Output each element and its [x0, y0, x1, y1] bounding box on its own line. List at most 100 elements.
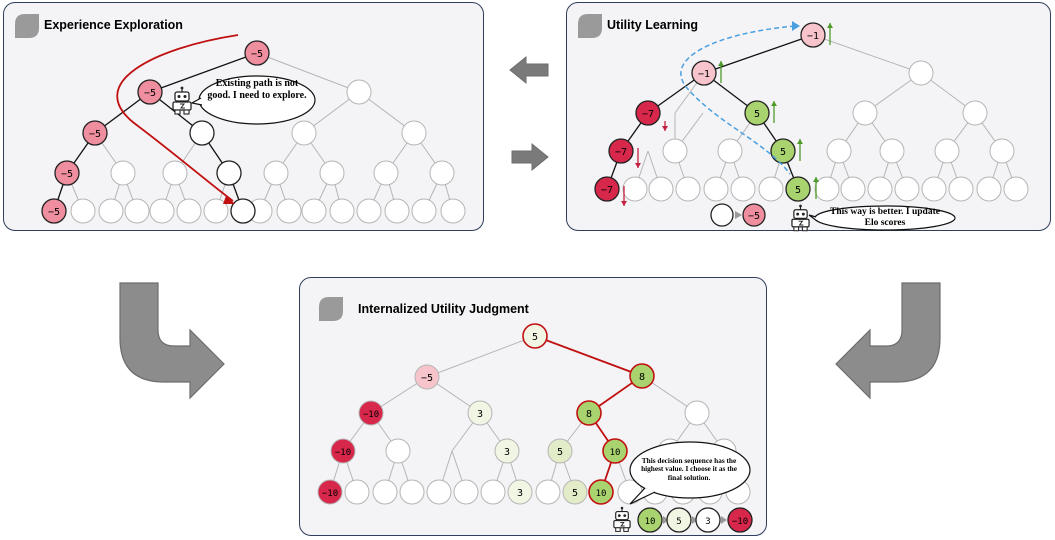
tree-node-empty: [372, 479, 398, 505]
tree-node-empty: [124, 198, 150, 224]
node-level3: 5: [547, 438, 573, 464]
node-circle: [429, 160, 455, 186]
tree-node-empty: [894, 176, 920, 202]
node-circle: [629, 363, 655, 389]
node-circle: [547, 438, 573, 464]
node-label: 5: [754, 109, 760, 120]
tree-node-empty: [948, 176, 974, 202]
tree-node-empty: [758, 176, 784, 202]
tree-node-empty: [176, 198, 202, 224]
sequence-arrow: [692, 516, 698, 524]
node-level3-right: 5: [770, 138, 796, 164]
node-label: 5: [795, 185, 801, 196]
robot-part: [180, 86, 184, 90]
tree-node-empty: [301, 198, 327, 224]
node-circle: [507, 479, 533, 505]
node-level2: −10: [358, 400, 384, 426]
node-leaf: 5: [562, 479, 588, 505]
node-circle: [691, 60, 717, 86]
node-label: −5: [251, 49, 263, 60]
node-circle: [414, 364, 440, 390]
node-circle: [908, 60, 934, 86]
node-label: −5: [421, 373, 433, 384]
leaf-shape-icon: [15, 14, 39, 38]
node-circle: [82, 120, 108, 146]
node-circle: [356, 198, 382, 224]
node-circle: [894, 176, 920, 202]
tree-node-empty: [162, 160, 188, 186]
robot-part: [801, 226, 808, 232]
node-circle: [98, 198, 124, 224]
node-level1: −1: [691, 60, 717, 86]
sequence-arrow: [663, 516, 669, 524]
tree-node-empty: [976, 176, 1002, 202]
down-arrow-head: [621, 201, 627, 206]
tree-node-empty: [373, 160, 399, 186]
tree-edge: [812, 34, 922, 74]
node-circle: [934, 138, 960, 164]
tree-node-empty: [346, 79, 372, 105]
node-circle: [814, 176, 840, 202]
node-circle: [770, 138, 796, 164]
tree-node-empty: [814, 176, 840, 202]
node-circle: [276, 198, 302, 224]
node-level2-best: 8: [576, 400, 602, 426]
tree-node-empty: [426, 479, 452, 505]
node-circle: [948, 176, 974, 202]
node-circle: [727, 507, 753, 533]
node-level1: −5: [137, 79, 163, 105]
robot-part: [183, 95, 187, 98]
sequence-node: 5: [666, 507, 692, 533]
up-arrow-head: [813, 177, 819, 182]
node-circle: [594, 176, 620, 202]
tree-node-empty: [110, 160, 136, 186]
node-circle: [70, 198, 96, 224]
sequence-node: −10: [727, 507, 753, 533]
node-circle: [291, 120, 317, 146]
node-leaf: −10: [317, 479, 343, 505]
robot-part: [793, 209, 808, 219]
exploration-path-curve: [116, 34, 239, 202]
robot-part: [615, 511, 629, 521]
node-label: −10: [322, 489, 338, 499]
node-circle: [467, 400, 493, 426]
node-circle: [826, 138, 852, 164]
tree-node-empty: [344, 479, 370, 505]
tree-node-empty: [429, 160, 455, 186]
node-circle: [41, 198, 67, 224]
tree-node-empty: [385, 438, 411, 464]
speech-bubble-tail: [629, 487, 656, 505]
arrow-to-learning: [511, 142, 549, 172]
best-path-edge: [534, 335, 643, 377]
node-circle: [602, 438, 628, 464]
node-leaf-best: 10: [588, 479, 614, 505]
robot-part: [177, 95, 181, 98]
node-label: −10: [363, 410, 379, 420]
node-label: −5: [89, 129, 101, 140]
up-arrow-head: [827, 23, 833, 28]
panel-title-exploration: Experience Exploration: [44, 18, 183, 32]
tree-node-empty: [263, 160, 289, 186]
node-empty: [216, 160, 242, 186]
tree-node-empty: [962, 100, 988, 126]
tree-node-empty: [622, 176, 648, 202]
node-circle: [989, 138, 1015, 164]
tree-node-empty: [453, 479, 479, 505]
node-circle: [411, 198, 437, 224]
tree-node-empty: [921, 176, 947, 202]
node-circle: [684, 400, 710, 426]
node-level3: −10: [330, 438, 356, 464]
node-label: 5: [676, 517, 681, 527]
tree-node-empty: [662, 138, 688, 164]
node-empty: [189, 120, 215, 146]
arrow-to-exploration: [509, 55, 549, 85]
node-circle: [535, 479, 561, 505]
speech-bubble-tail: [190, 97, 203, 106]
learning-speech-text: This way is better. I update Elo scores: [830, 207, 940, 228]
node-circle: [124, 198, 150, 224]
sequence-node: 3: [695, 507, 721, 533]
node-circle: [176, 198, 202, 224]
up-arrow-head: [771, 101, 777, 106]
node-circle: [149, 198, 175, 224]
up-arrow-head: [797, 139, 803, 144]
